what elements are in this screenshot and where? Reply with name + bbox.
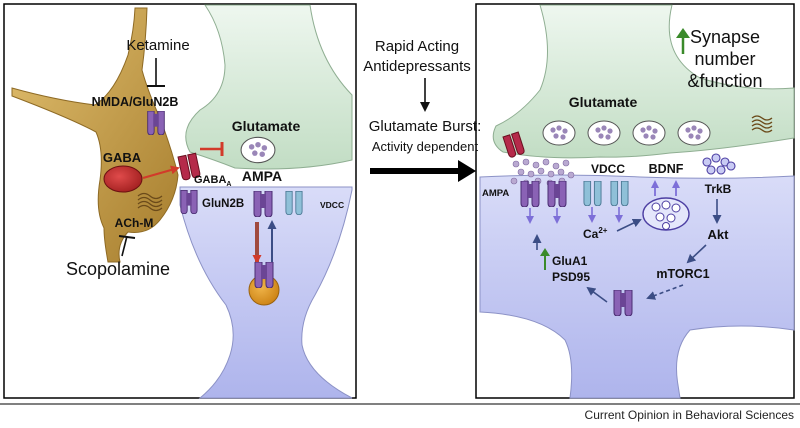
right-presynaptic-terminal (492, 4, 795, 159)
endosome-icon (248, 274, 280, 306)
akt-to-mtorc1-arrow (686, 244, 707, 264)
trkb-label: TrkB (705, 182, 732, 196)
journal-credit: Current Opinion in Behavioral Sciences (585, 408, 794, 422)
rapid-acting-line2: Antidepressants (363, 58, 471, 75)
right-postsynaptic-spine (479, 174, 795, 399)
glua1-label: GluA1 (552, 254, 588, 268)
scopolamine-label: Scopolamine (66, 259, 170, 279)
right-vesicle-2 (587, 120, 621, 146)
gabaa-receptor-icon (177, 152, 201, 181)
big-right-arrow (370, 160, 476, 182)
bdnf-label: BDNF (649, 162, 684, 176)
left-ampa-label: AMPA (242, 168, 282, 184)
activity-dependent-label: Activity dependent (372, 139, 479, 154)
synapse-up-arrow-icon (676, 28, 690, 38)
calcium-to-bdnf-arrow (616, 218, 642, 232)
left-glutamate-vesicle-icon (240, 136, 276, 164)
synapse-label-line3: &function (687, 71, 762, 91)
gabaa-label: GABAA (194, 174, 231, 188)
middle-section: Rapid Acting Antidepressants Glutamate B… (363, 38, 481, 182)
psd95-label: PSD95 (552, 270, 590, 284)
akt-label: Akt (708, 227, 730, 242)
bdnf-vesicle-contents (651, 200, 681, 230)
trkb-cluster-icon (702, 153, 736, 175)
left-glutamate-label: Glutamate (232, 118, 301, 134)
glua1-up-arrow-icon (540, 248, 550, 256)
left-vdcc-label: VDCC (320, 200, 344, 210)
receptor-to-glua1-arrow (586, 286, 608, 303)
gaba-interneuron (11, 7, 179, 263)
glutamate-burst-label: Glutamate Burst: (369, 118, 482, 135)
mtorc1-label: mTORC1 (656, 267, 709, 281)
calcium-label: Ca2+ (583, 226, 608, 241)
left-panel: Ketamine NMDA/GluN2B GABA GABAA Glutamat… (11, 4, 353, 399)
rapid-acting-line1: Rapid Acting (375, 38, 459, 55)
synapse-label-line2: number (694, 49, 755, 69)
right-glutamate-label: Glutamate (569, 94, 638, 110)
ach-m-receptor-icon (137, 192, 163, 212)
right-panel: Synapse number &function Glutamate (479, 4, 795, 399)
mtorc1-to-synthesis-arrow (646, 284, 684, 300)
synapse-label-line1: Synapse (690, 27, 760, 47)
ketamine-label: Ketamine (126, 37, 189, 54)
scopolamine-inhibition-line (121, 235, 128, 257)
gaba-vesicle-icon (103, 165, 143, 193)
right-presynaptic-receptor-icon (751, 115, 773, 133)
scopolamine-inhibition-bar (118, 235, 136, 239)
right-ampa-label: AMPA (482, 188, 509, 199)
nmda-label: NMDA/GluN2B (92, 95, 179, 109)
right-vdcc-label: VDCC (591, 162, 625, 176)
right-gabaa-receptor-icon (502, 131, 525, 158)
presynaptic-terminal (185, 4, 353, 170)
gaba-release-arrow (142, 165, 180, 180)
ach-m-label: ACh-M (115, 216, 154, 230)
right-vesicle-1 (542, 120, 576, 146)
glun2b-label: GluN2B (202, 198, 244, 210)
left-panel-frame (3, 3, 357, 399)
right-vesicle-3 (632, 120, 666, 146)
right-vesicle-4 (677, 120, 711, 146)
gaba-label: GABA (103, 150, 142, 165)
released-glutamate-cloud (510, 158, 575, 187)
